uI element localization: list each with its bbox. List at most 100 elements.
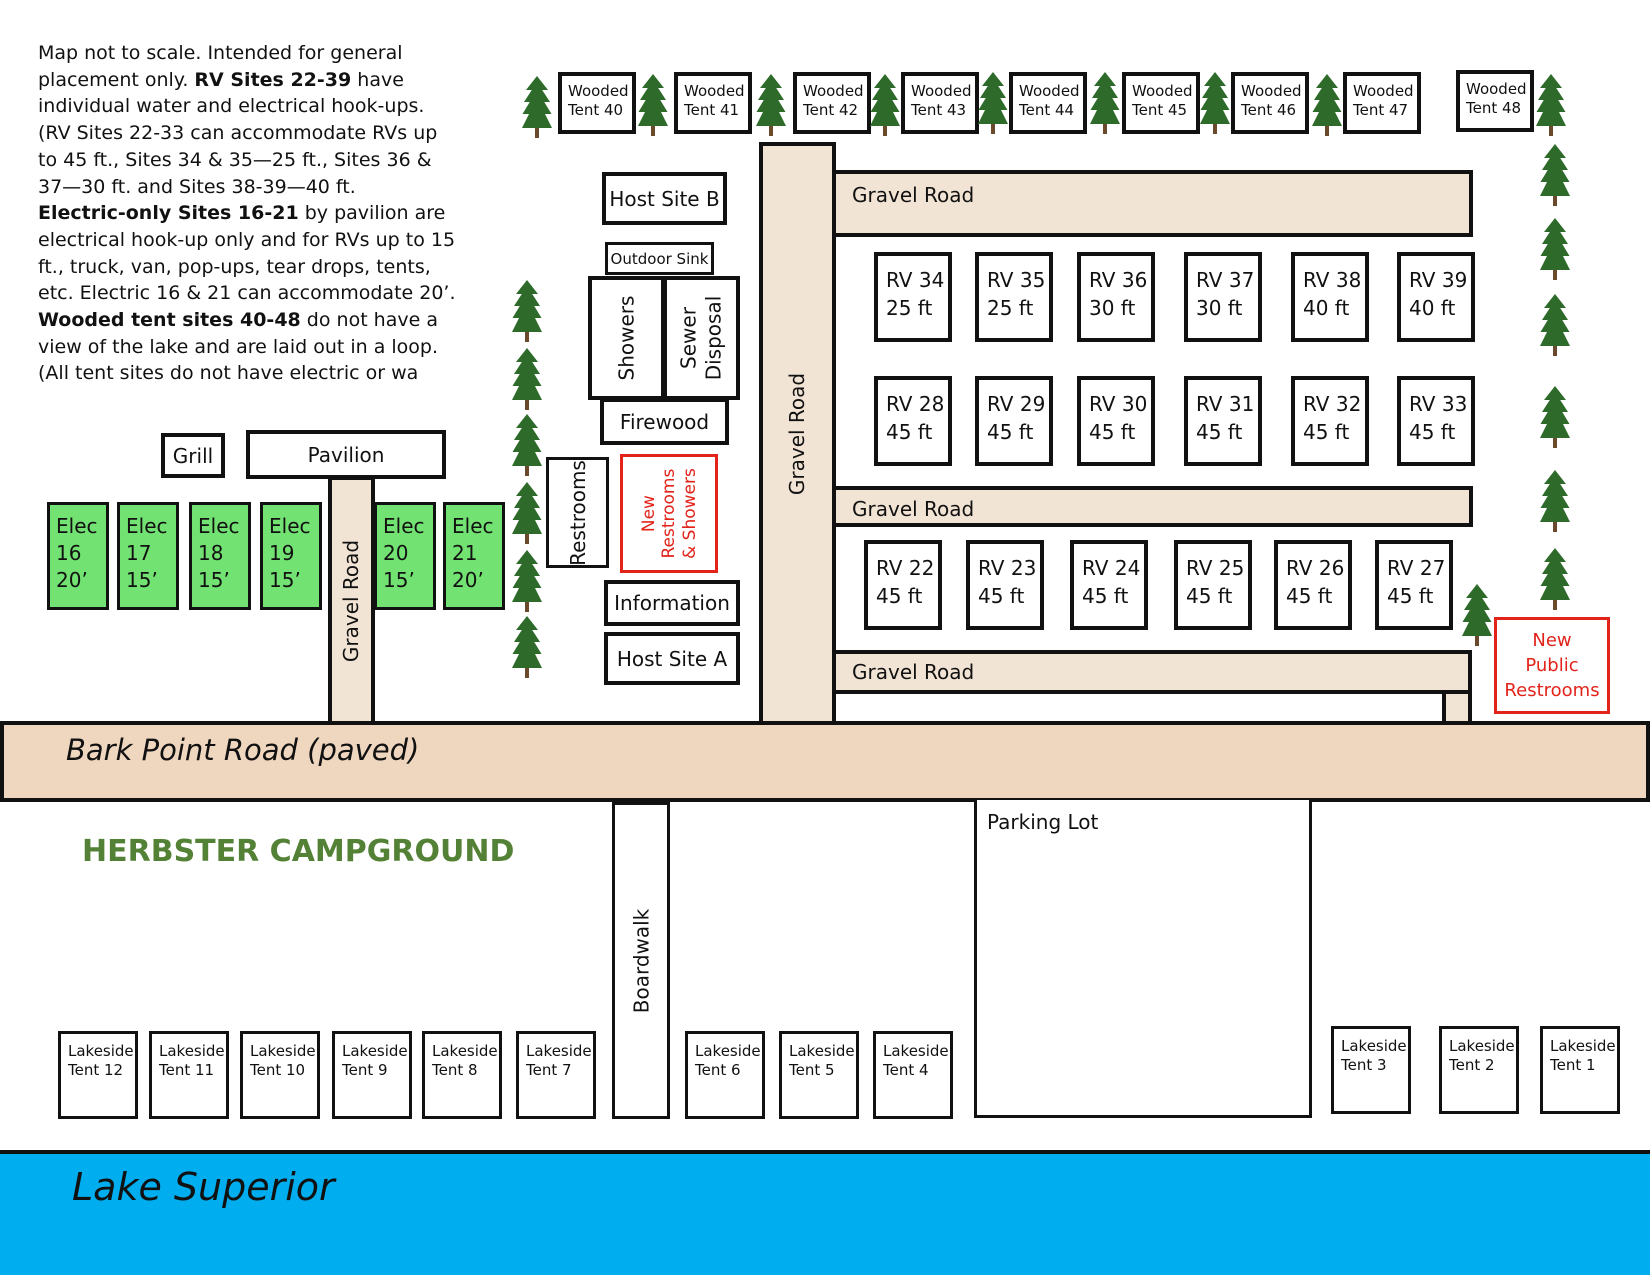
host-site-a: Host Site A [604, 632, 740, 685]
rv-site-35-l2: 25 ft [987, 296, 1034, 320]
lakeside-tent-11-l1: Lakeside [159, 1042, 225, 1060]
gravel-road-pavilion: Gravel Road [328, 476, 375, 725]
wooded-tent-45-l2: Tent 45 [1132, 100, 1188, 119]
rv-site-23-l1: RV 23 [978, 556, 1037, 580]
restrooms: Restrooms [546, 457, 609, 568]
note-segment: Map not to scale. Intended for general p… [38, 42, 403, 91]
pine-tree-icon [1540, 548, 1570, 610]
rv-site-35: RV 35 25 ft [975, 252, 1053, 342]
rv-site-38-l2: 40 ft [1303, 296, 1350, 320]
outdoor-sink: Outdoor Sink [605, 242, 714, 275]
lakeside-tent-7-l1: Lakeside [526, 1042, 592, 1060]
lakeside-tent-8-l1: Lakeside [432, 1042, 498, 1060]
map-note: Map not to scale. Intended for general p… [38, 40, 458, 385]
gravel-road-top [832, 170, 1473, 237]
rv-site-37-l1: RV 37 [1196, 268, 1255, 292]
sewer-label-2: Disposal [701, 295, 726, 381]
lakeside-tent-10-l2: Tent 10 [250, 1060, 306, 1079]
rv-site-37-l2: 30 ft [1196, 296, 1243, 320]
note-segment: by pavilion are electrical hook-up only … [38, 202, 456, 305]
elec-site-16-l1: Elec [56, 514, 98, 538]
elec-site-20-l1: Elec [383, 514, 425, 538]
rv-site-35-l1: RV 35 [987, 268, 1046, 292]
lakeside-tent-12-l1: Lakeside [68, 1042, 134, 1060]
rv-site-23-l2: 45 ft [978, 584, 1025, 608]
rv-site-28-l2: 45 ft [886, 420, 933, 444]
rv-site-34-l1: RV 34 [886, 268, 945, 292]
new-restrooms-label-2: Restrooms [658, 468, 679, 559]
rv-site-30-l2: 45 ft [1089, 420, 1136, 444]
lakeside-tent-5-l2: Tent 5 [789, 1060, 835, 1079]
lakeside-tent-8-l2: Tent 8 [432, 1060, 478, 1079]
showers: Showers [588, 276, 665, 400]
lakeside-tent-7-l2: Tent 7 [526, 1060, 572, 1079]
gravel-road-stub [1442, 690, 1472, 725]
pine-tree-icon [638, 74, 668, 136]
rv-site-30-l1: RV 30 [1089, 392, 1148, 416]
lakeside-tent-4-l1: Lakeside [883, 1042, 949, 1060]
pine-tree-icon [870, 74, 900, 136]
lakeside-tent-2-l2: Tent 2 [1449, 1055, 1495, 1074]
wooded-tent-40-l2: Tent 40 [568, 100, 624, 119]
new-public-label-2: Public [1525, 654, 1579, 676]
elec-site-18-l3: 15’ [198, 568, 230, 592]
boardwalk-label: Boardwalk [629, 908, 653, 1013]
new-restrooms-label-3: & Showers [679, 468, 700, 559]
gravel-road-bottom-label: Gravel Road [852, 660, 975, 684]
pine-tree-icon [512, 348, 542, 410]
lakeside-tent-3-l1: Lakeside [1341, 1037, 1407, 1055]
pine-tree-icon [1540, 386, 1570, 448]
pine-tree-icon [1200, 72, 1230, 134]
rv-site-26-l2: 45 ft [1286, 584, 1333, 608]
lakeside-tent-9-l2: Tent 9 [342, 1060, 388, 1079]
rv-site-39-l2: 40 ft [1409, 296, 1456, 320]
lakeside-tent-2-l1: Lakeside [1449, 1037, 1515, 1055]
wooded-tent-40-l1: Wooded [568, 82, 629, 100]
gravel-road-bottom [832, 650, 1472, 694]
gravel-road-pavilion-label: Gravel Road [339, 539, 364, 662]
pine-tree-icon [1090, 72, 1120, 134]
elec-site-18-l1: Elec [198, 514, 240, 538]
rv-site-28-l1: RV 28 [886, 392, 945, 416]
pine-tree-icon [1536, 74, 1566, 136]
wooded-tent-44-l2: Tent 44 [1019, 100, 1075, 119]
gravel-road-vertical-main: Gravel Road [759, 142, 836, 725]
gravel-road-middle [832, 486, 1473, 527]
elec-site-16-l2: 16 [56, 541, 82, 565]
pine-tree-icon [522, 76, 552, 138]
boardwalk: Boardwalk [612, 802, 670, 1119]
note-segment: RV Sites 22-39 [194, 68, 352, 91]
elec-site-19-l2: 19 [269, 541, 295, 565]
rv-site-37: RV 37 30 ft [1184, 252, 1262, 342]
elec-site-20-l3: 15’ [383, 568, 415, 592]
host-site-b: Host Site B [602, 172, 727, 225]
rv-site-22-l2: 45 ft [876, 584, 923, 608]
rv-site-25-l2: 45 ft [1186, 584, 1233, 608]
note-segment: have individual water and electrical hoo… [38, 68, 438, 198]
elec-site-19-l1: Elec [269, 514, 311, 538]
pine-tree-icon [1462, 584, 1492, 646]
wooded-tent-43-l1: Wooded [911, 82, 972, 100]
rv-site-30: RV 30 45 ft [1077, 376, 1155, 466]
